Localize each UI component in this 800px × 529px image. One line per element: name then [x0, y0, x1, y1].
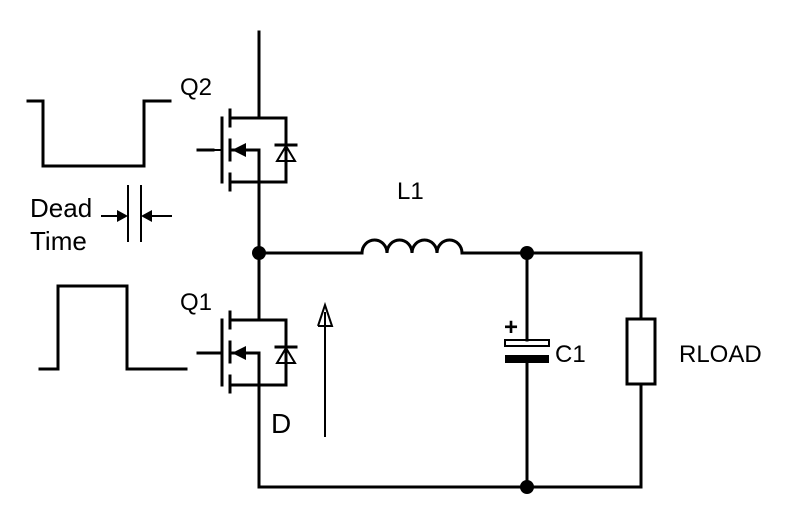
capacitor-polarity-mark: + — [504, 314, 518, 341]
inductor-l1 — [360, 238, 464, 255]
q2-mosfet — [196, 108, 298, 192]
current-arrow — [317, 301, 334, 437]
dead-time-marker — [101, 185, 172, 242]
q1-label: Q1 — [180, 289, 212, 316]
dead-time-label-line2: Time — [30, 226, 87, 256]
q1-mosfet — [196, 310, 298, 394]
load-resistor — [625, 251, 657, 489]
q2-gate-waveform — [26, 99, 172, 168]
rload-label: RLOAD — [679, 341, 762, 368]
d-label: D — [271, 408, 291, 439]
ground-node-dot — [520, 480, 534, 494]
capacitor-c1 — [504, 251, 550, 489]
c1-label: C1 — [555, 341, 586, 368]
l1-label: L1 — [397, 178, 424, 205]
q1-gate-waveform — [38, 284, 188, 371]
q2-label: Q2 — [180, 74, 212, 101]
dead-time-label-line1: Dead — [30, 193, 92, 223]
